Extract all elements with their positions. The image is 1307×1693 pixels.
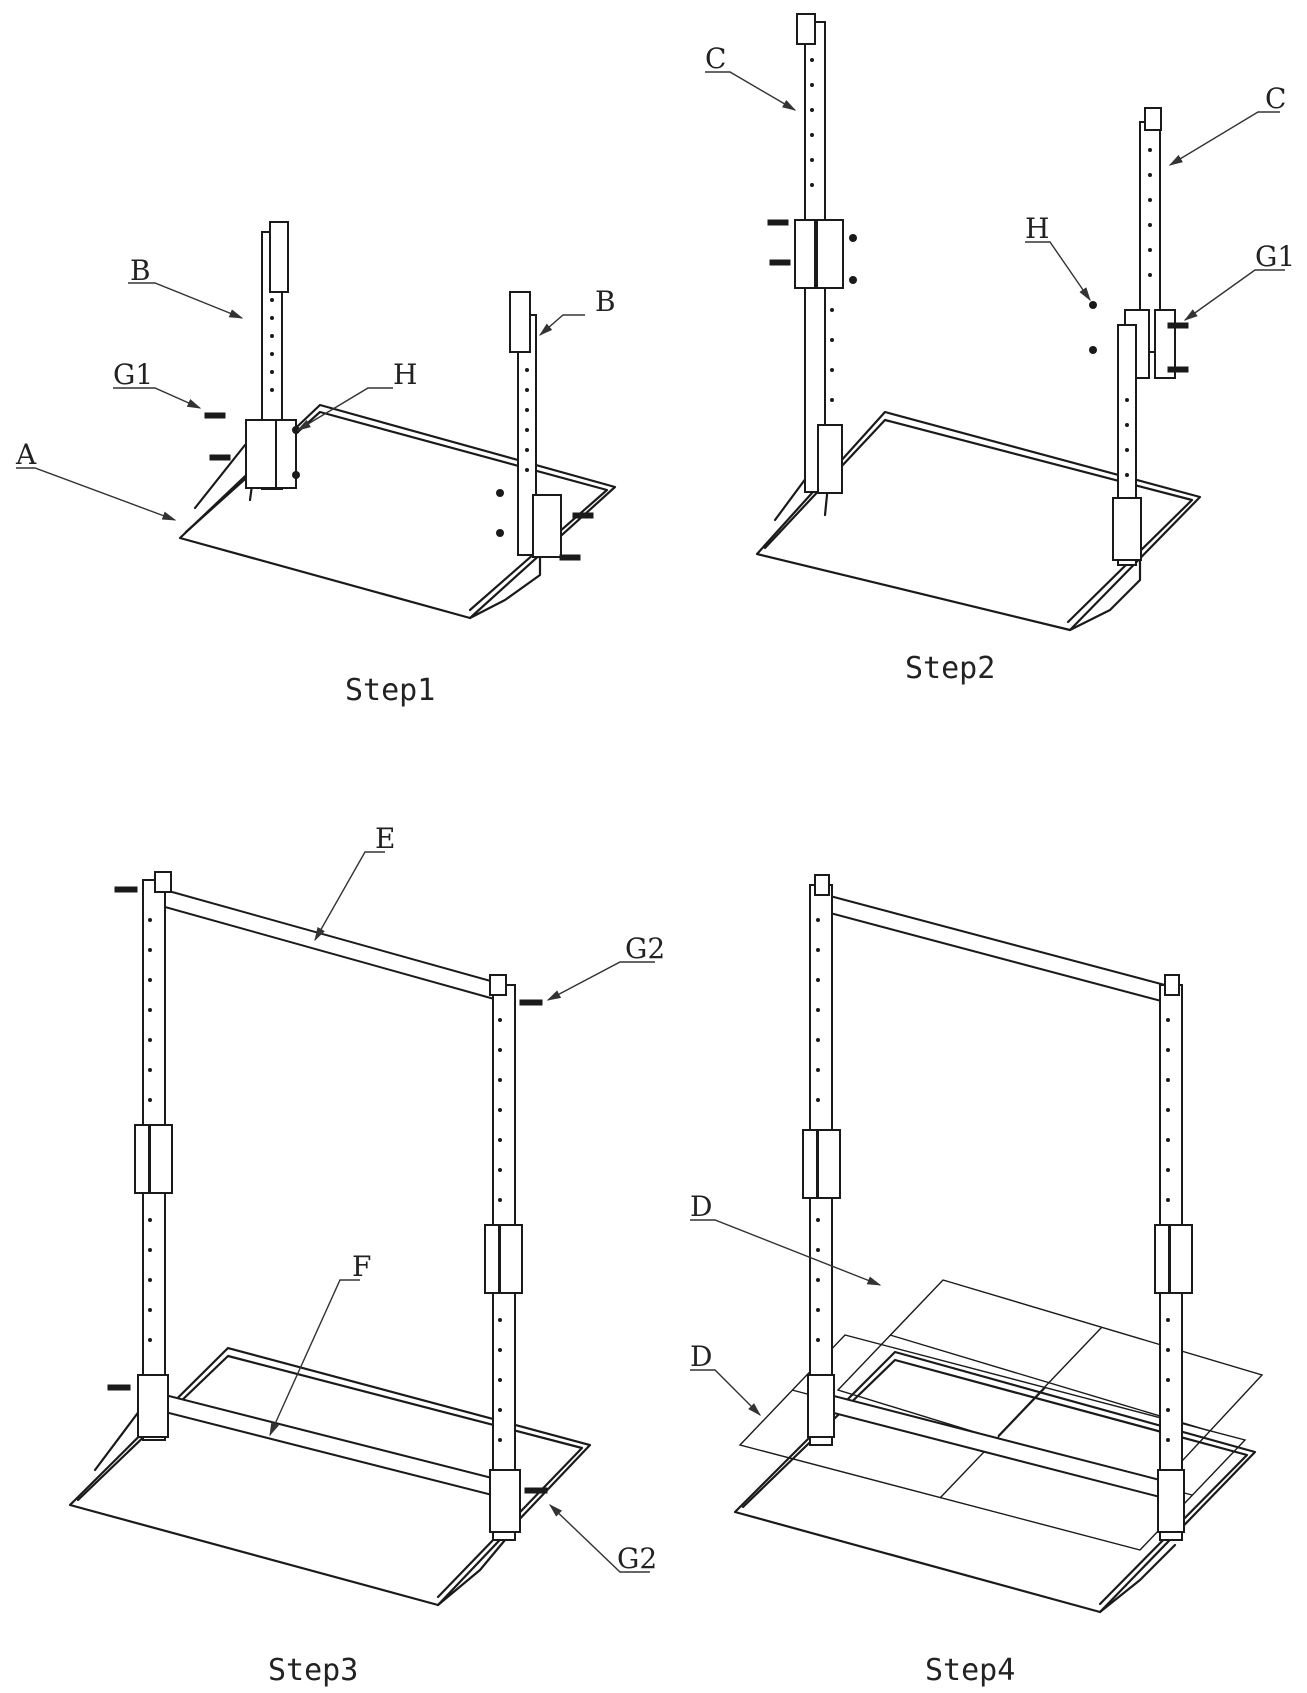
step1-bolts <box>204 412 594 561</box>
step3-bottom-bar <box>164 1393 501 1499</box>
step1-panel: B B G1 H A Step1 <box>15 221 617 708</box>
step3-caption: Step3 <box>268 1653 358 1688</box>
step4-right-upright <box>1154 974 1193 1541</box>
step2-bolts <box>767 219 1189 373</box>
step3-label-e: E <box>375 822 395 855</box>
step4-label-d-top: D <box>690 1190 712 1223</box>
step2-label-c-left: C <box>705 42 726 75</box>
step3-top-bar <box>164 888 506 1004</box>
step3-label-g2-bottom: G2 <box>617 1542 657 1575</box>
step3-label-f: F <box>352 1250 371 1283</box>
step1-right-upright <box>509 291 562 558</box>
step2-label-g1: G1 <box>1255 240 1295 273</box>
step1-label-b-left: B <box>130 254 151 287</box>
step4-panel: D D Step4 <box>690 874 1264 1688</box>
step2-label-h: H <box>1025 212 1049 245</box>
step1-label-g1: G1 <box>113 358 153 391</box>
step4-caption: Step4 <box>925 1653 1015 1688</box>
step2-left-upright <box>794 13 844 494</box>
step1-label-b-right: B <box>595 285 616 318</box>
step2-label-c-right: C <box>1265 82 1286 115</box>
step1-label-a: A <box>15 438 37 471</box>
step3-label-g2-top: G2 <box>625 932 665 965</box>
step3-right-upright <box>484 974 523 1541</box>
step4-label-d-bottom: D <box>690 1340 712 1373</box>
step1-caption: Step1 <box>345 673 435 708</box>
step4-left-upright <box>802 874 841 1446</box>
step4-top-bar <box>829 894 1166 1004</box>
step2-right-upright <box>1112 107 1176 566</box>
step2-caption: Step2 <box>905 651 995 686</box>
step1-label-h: H <box>393 358 417 391</box>
step3-panel: E G2 F G2 Step3 <box>68 822 665 1688</box>
step3-bolts <box>107 886 548 1494</box>
step2-panel: C C H G1 Step2 <box>705 13 1295 686</box>
step3-left-upright <box>134 871 173 1441</box>
step1-left-upright <box>245 221 297 490</box>
